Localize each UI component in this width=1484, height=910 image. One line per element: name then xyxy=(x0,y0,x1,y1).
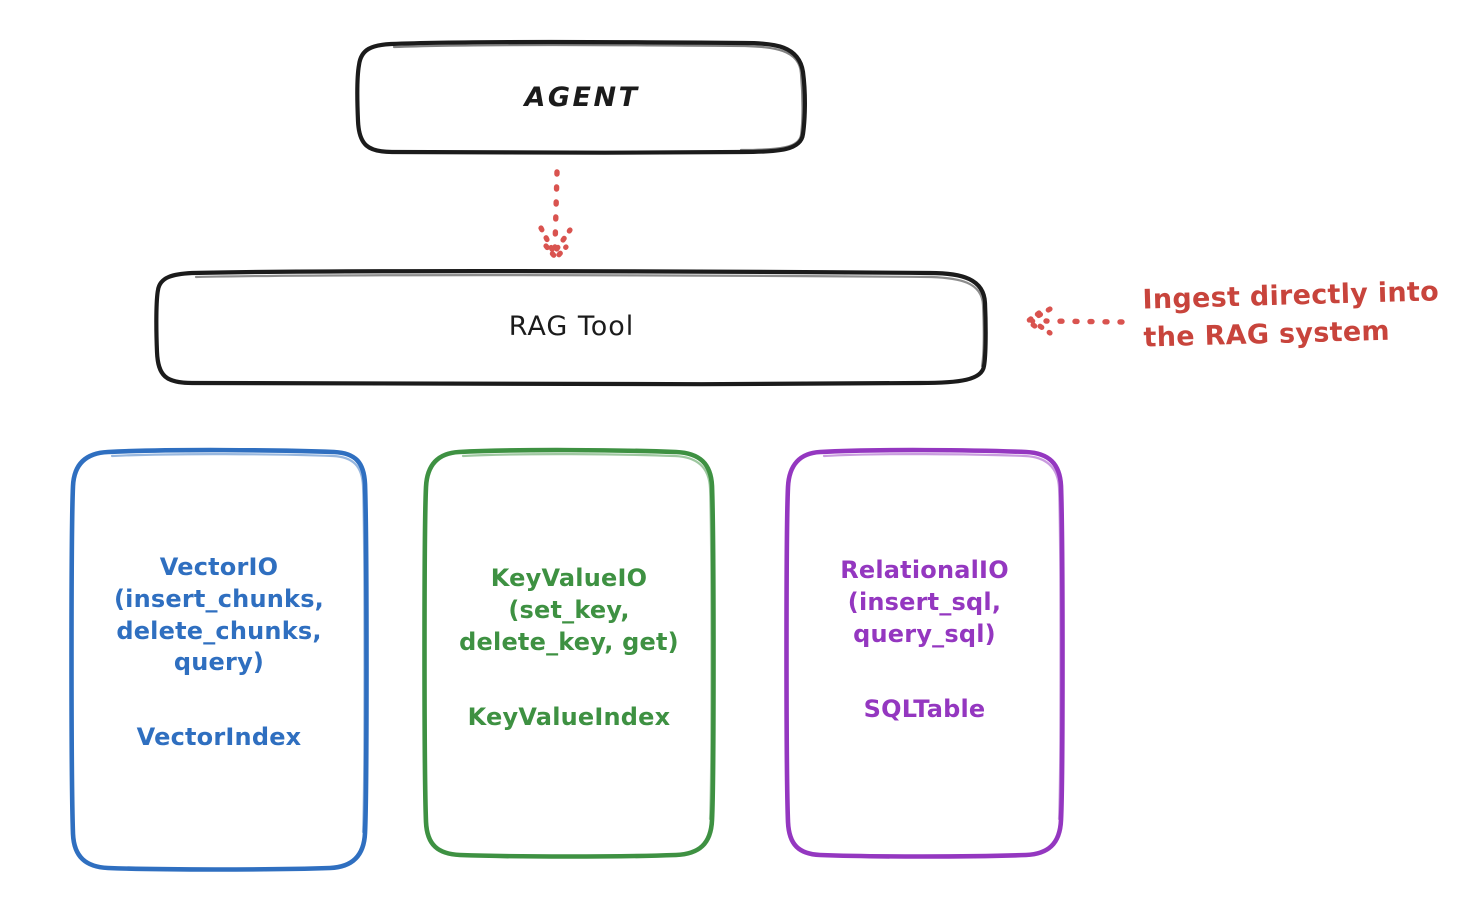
vector-io-index-label: VectorIndex xyxy=(136,723,302,752)
node-vector-io[interactable]: VectorIO (insert_chunks, delete_chunks, … xyxy=(72,450,366,869)
rag-tool-box-outline xyxy=(154,269,988,387)
node-vector-io-content: VectorIO (insert_chunks, delete_chunks, … xyxy=(114,552,324,752)
relational-io-index-label: SQLTable xyxy=(863,694,986,723)
node-relational-io-content: RelationalIO (insert_sql, query_sql) SQL… xyxy=(840,555,1009,723)
node-key-value-io-content: KeyValueIO (set_key, delete_key, get) Ke… xyxy=(459,563,679,731)
node-relational-io[interactable]: RelationalIO (insert_sql, query_sql) SQL… xyxy=(788,450,1061,856)
key-value-io-api-label: KeyValueIO (set_key, delete_key, get) xyxy=(459,564,679,656)
node-agent[interactable]: AGENT xyxy=(358,42,806,154)
key-value-io-box-outline xyxy=(422,447,716,859)
ingest-to-rag-arrow xyxy=(1025,306,1125,336)
node-rag-tool-label: RAG Tool xyxy=(508,311,635,343)
agent-to-rag-arrow xyxy=(538,169,573,261)
agent-box-outline xyxy=(355,39,807,155)
node-key-value-io[interactable]: KeyValueIO (set_key, delete_key, get) Ke… xyxy=(425,450,713,856)
relational-io-box-outline xyxy=(784,447,1065,859)
annotation-ingest-directly: Ingest directly into the RAG system xyxy=(1142,276,1440,354)
node-rag-tool[interactable]: RAG Tool xyxy=(157,271,986,384)
key-value-io-index-label: KeyValueIndex xyxy=(467,702,671,731)
node-agent-label: AGENT xyxy=(524,81,640,113)
vector-io-api-label: VectorIO (insert_chunks, delete_chunks, … xyxy=(114,552,324,677)
vector-io-box-outline xyxy=(69,447,369,872)
relational-io-api-label: RelationalIO (insert_sql, query_sql) xyxy=(840,556,1009,648)
